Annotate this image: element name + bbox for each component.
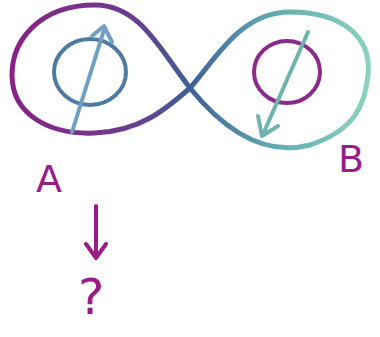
left-arrow xyxy=(72,30,104,132)
point-label: A xyxy=(36,160,62,198)
right-arrow xyxy=(264,32,308,132)
down-arrowhead xyxy=(86,244,106,258)
point-label: B xyxy=(338,140,364,178)
infinity-loop xyxy=(12,5,368,148)
left-arrowhead xyxy=(92,26,112,42)
down-arrow xyxy=(94,206,98,256)
question-mark: ? xyxy=(78,272,105,322)
right-arrowhead xyxy=(258,116,278,136)
right-inner-circle xyxy=(254,41,320,103)
